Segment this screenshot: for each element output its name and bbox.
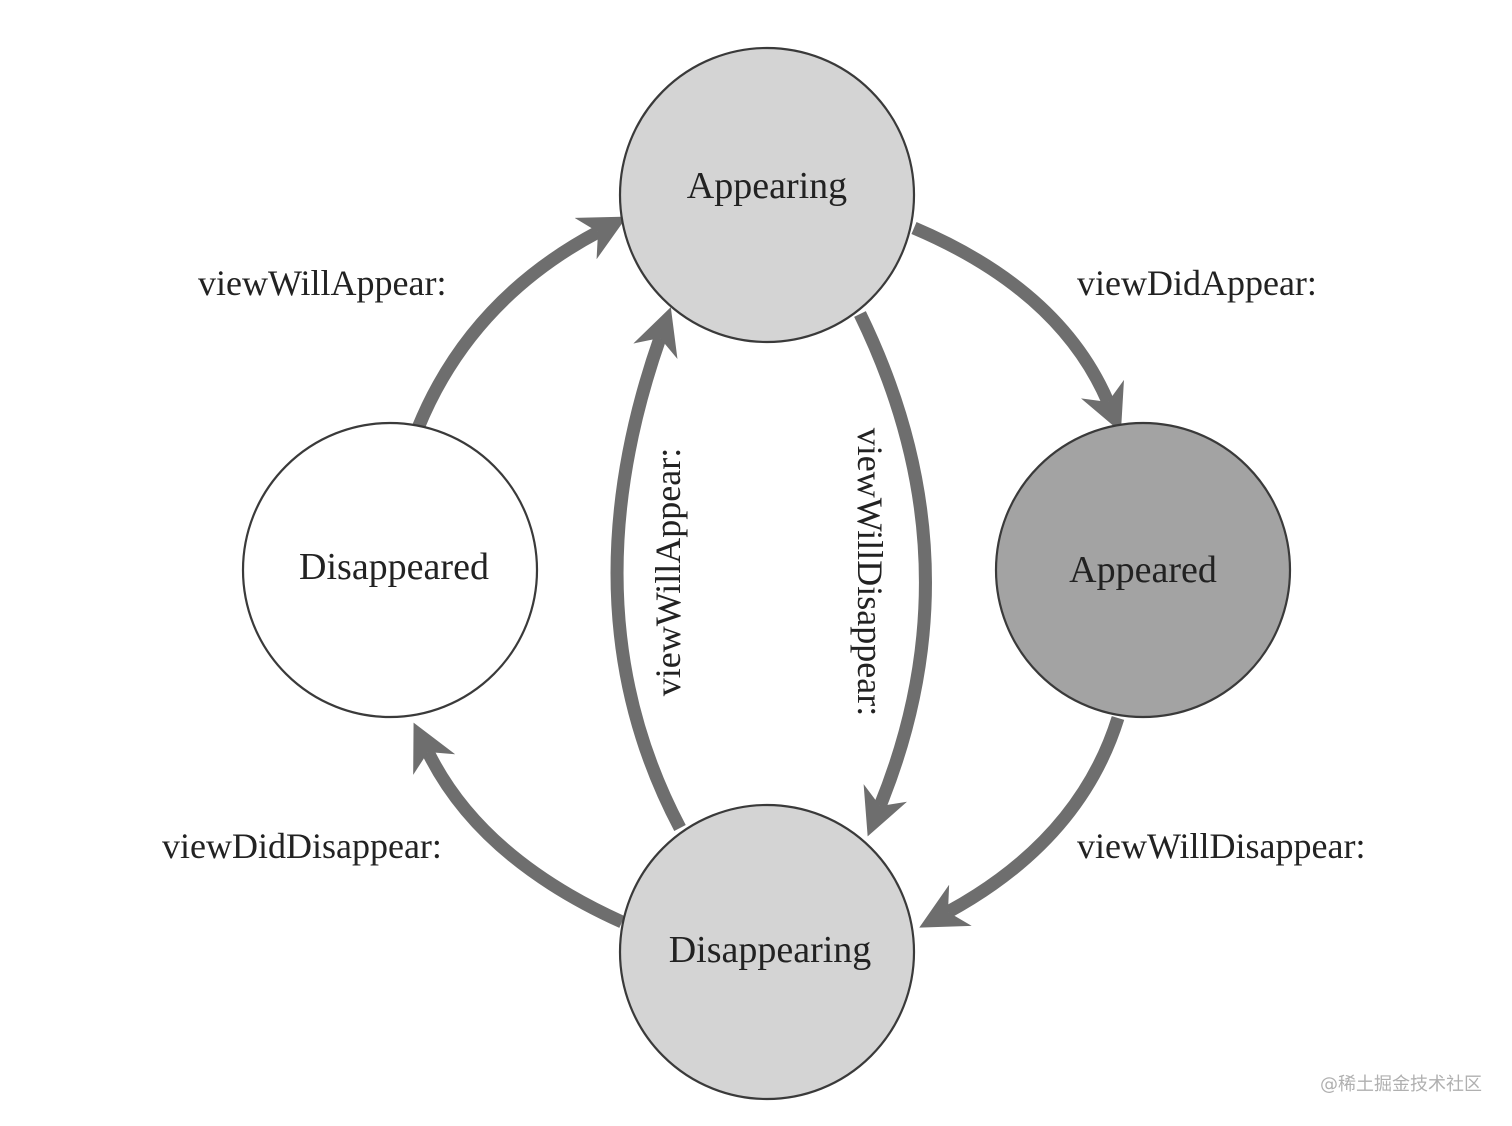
node-appeared: Appeared <box>994 421 1292 719</box>
node-disappearing: Disappearing <box>618 803 916 1101</box>
label-view-will-disappear-vertical: viewWillDisappear: <box>850 428 890 716</box>
label-view-will-appear-left: viewWillAppear: <box>198 263 446 303</box>
node-disappearing-label: Disappearing <box>669 929 872 971</box>
node-appearing: Appearing <box>618 46 916 344</box>
node-disappeared: Disappeared <box>241 421 539 719</box>
label-view-will-appear-vertical: viewWillAppear: <box>648 448 688 696</box>
watermark: @稀土掘金技术社区 <box>1320 1074 1482 1095</box>
arrow-disappearing-to-appearing <box>610 307 686 832</box>
node-disappeared-label: Disappeared <box>299 546 489 588</box>
label-view-did-appear: viewDidAppear: <box>1077 263 1317 303</box>
arrow-disappeared-to-appearing <box>411 216 627 431</box>
node-appeared-label: Appeared <box>1069 549 1217 591</box>
arrow-appearing-to-appeared <box>911 222 1124 433</box>
arrow-disappearing-to-disappeared <box>413 722 625 928</box>
label-view-did-disappear: viewDidDisappear: <box>162 826 442 866</box>
node-appearing-label: Appearing <box>687 165 847 207</box>
node-disappeared-circle <box>241 421 539 719</box>
node-disappearing-circle <box>618 803 916 1101</box>
label-view-will-disappear-right: viewWillDisappear: <box>1077 826 1365 866</box>
arrow-appearing-to-disappearing <box>854 311 932 837</box>
node-appearing-circle <box>618 46 916 344</box>
node-appeared-circle <box>994 421 1292 719</box>
arrow-appeared-to-disappearing <box>919 716 1125 928</box>
